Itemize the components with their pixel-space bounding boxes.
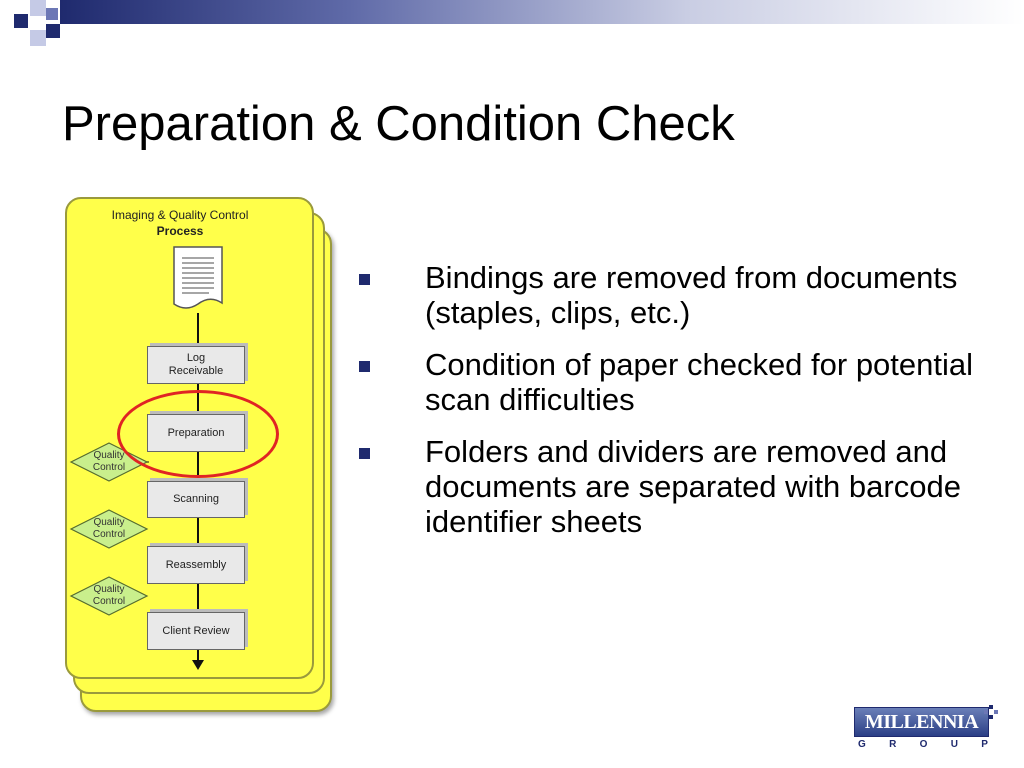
document-icon (173, 246, 223, 309)
bullet-item: Condition of paper checked for potential… (356, 347, 976, 417)
bullet-item: Bindings are removed from documents (sta… (356, 260, 976, 330)
arrow-down-icon (192, 660, 204, 670)
step-label: Receivable (168, 365, 224, 377)
logo-subtext: G R O U P (858, 739, 988, 750)
logo-letter: O (919, 739, 928, 750)
bullet-text: Condition of paper checked for potential… (425, 347, 974, 417)
corner-square (30, 30, 46, 46)
logo-letter: P (981, 739, 988, 750)
bullet-text: Folders and dividers are removed and doc… (425, 434, 961, 539)
logo-dots-icon (984, 705, 998, 719)
top-decorative-band (60, 0, 1024, 24)
check-label: Quality (93, 517, 125, 528)
logo-letter: U (950, 739, 958, 750)
logo-wordmark: MILLENNIA (854, 707, 989, 737)
step-client-review: Client Review (147, 612, 245, 650)
step-scanning: Scanning (147, 481, 245, 518)
square-bullet-icon (359, 274, 370, 285)
connector-line (197, 516, 199, 546)
flowchart-heading-line1: Imaging & Quality Control (111, 208, 249, 222)
connector-line (197, 582, 199, 612)
bullet-item: Folders and dividers are removed and doc… (356, 434, 976, 539)
step-label: Client Review (162, 624, 230, 637)
square-bullet-icon (359, 448, 370, 459)
square-bullet-icon (359, 361, 370, 372)
slide-title: Preparation & Condition Check (62, 97, 735, 151)
connector-line (197, 313, 199, 345)
corner-square (14, 14, 28, 28)
check-label: Control (92, 529, 126, 540)
bullet-list: Bindings are removed from documents (sta… (356, 260, 976, 556)
flowchart-heading-line2: Process (156, 224, 204, 238)
step-label: Reassembly (165, 558, 227, 571)
corner-square (46, 24, 60, 38)
step-reassembly: Reassembly (147, 546, 245, 584)
connector-line (197, 648, 199, 662)
logo-letter: R (889, 739, 897, 750)
step-label: Log (186, 352, 206, 364)
logo-letter: G (858, 739, 866, 750)
flowchart-heading: Imaging & Quality Control Process (95, 207, 265, 239)
corner-square (30, 0, 46, 16)
step-label: Scanning (173, 493, 219, 505)
highlight-ellipse (117, 390, 279, 478)
corner-square (46, 8, 58, 20)
check-label: Control (92, 596, 126, 607)
millennia-group-logo: MILLENNIA G R O U P (852, 705, 1002, 755)
check-label: Quality (93, 584, 125, 595)
check-label: Control (92, 462, 126, 473)
check-label: Quality (93, 450, 125, 461)
bullet-text: Bindings are removed from documents (sta… (425, 260, 958, 330)
